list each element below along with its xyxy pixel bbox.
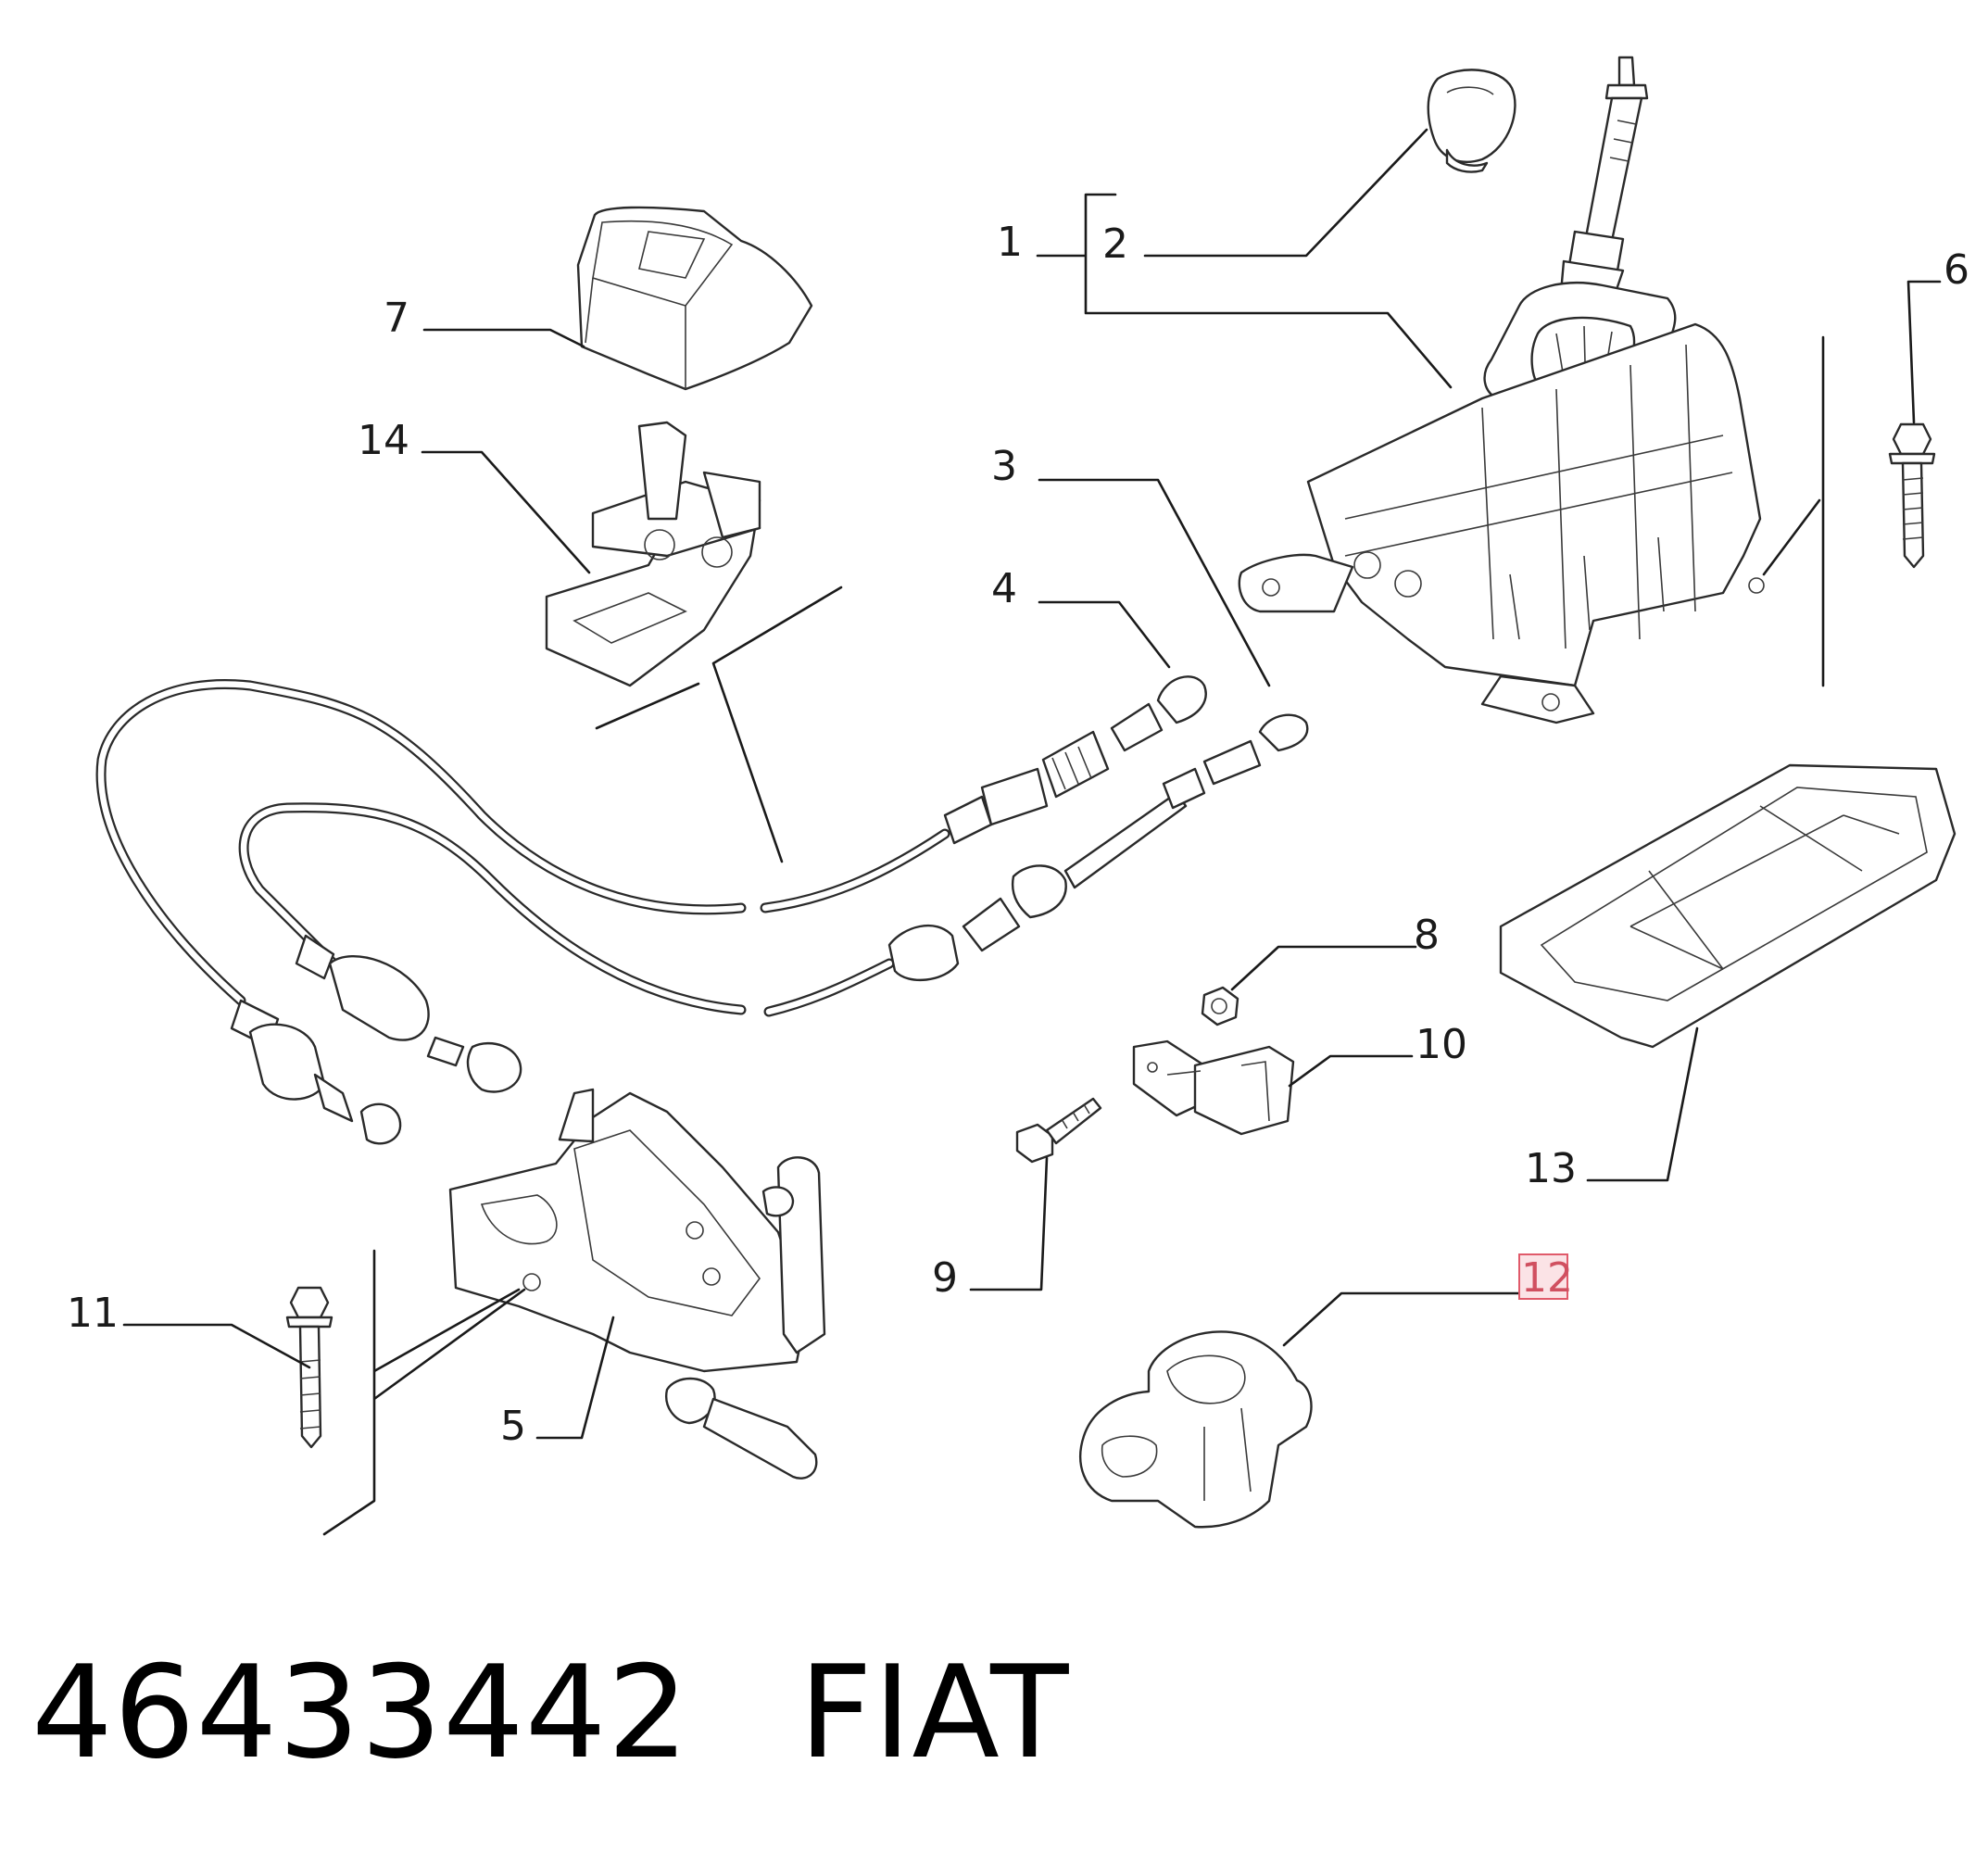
callout-5: 5 [500,1403,526,1450]
part-number: 46433442 [31,1638,690,1787]
gear-shifter-assembly-part [1238,56,1765,724]
callout-14: 14 [358,417,409,464]
brand-name: FIAT [799,1638,1070,1787]
screw-part-9 [1015,1097,1102,1164]
callout-7: 7 [384,295,409,342]
callout-6: 6 [1944,246,1969,294]
footer: 46433442 FIAT [31,1638,1069,1787]
callout-1: 1 [997,219,1023,266]
gear-cables [95,675,1309,1145]
callout-9: 9 [932,1254,958,1302]
callout-12-highlight [1518,1253,1568,1300]
bolt-part-6 [1888,422,1936,569]
callout-4: 4 [991,565,1017,612]
callout-12: 12 [1521,1254,1573,1302]
bolt-part-11 [285,1286,333,1449]
leader-lines [122,128,1942,1536]
callout-3: 3 [991,443,1017,490]
tray-part-13 [1499,763,1957,1049]
nut-part-8 [1201,986,1239,1026]
callout-11: 11 [67,1290,119,1337]
callout-13: 13 [1525,1145,1577,1192]
callout-2: 2 [1102,220,1128,268]
gear-knob-part [1427,69,1516,173]
callout-10: 10 [1416,1021,1467,1068]
bracket-part-14 [545,421,761,687]
bracket-part-10 [1132,1039,1295,1136]
callout-8: 8 [1414,912,1440,959]
rubber-mount-part-12 [1079,1330,1313,1529]
lever-bracket-part-5 [448,1088,826,1480]
cover-part-7 [576,206,813,391]
